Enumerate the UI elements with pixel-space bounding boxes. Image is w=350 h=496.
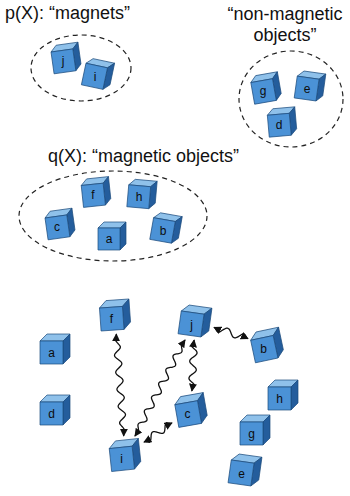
cube-face — [175, 401, 202, 428]
cube-face — [51, 49, 76, 74]
cube-letter: i — [84, 66, 106, 88]
cube: f — [82, 178, 110, 206]
cube-face — [240, 422, 263, 445]
cube: d — [40, 395, 70, 425]
cube: h — [128, 180, 156, 208]
cube-face — [267, 113, 291, 137]
cube-face — [99, 306, 124, 331]
cube: a — [40, 334, 70, 364]
cube-face — [263, 415, 270, 445]
wavy-arrow — [189, 340, 197, 391]
cube: e — [230, 455, 260, 485]
cube-letter: b — [152, 220, 174, 242]
cube-face — [268, 387, 291, 410]
cube: d — [268, 108, 296, 136]
cube: f — [100, 300, 130, 330]
cube-drawing — [252, 330, 282, 360]
wavy-arrow — [144, 423, 172, 442]
cube-face — [120, 222, 126, 250]
group-ellipse: p(X): “magnets”ji — [30, 34, 132, 102]
cube: g — [252, 74, 280, 102]
cube-drawing — [40, 334, 70, 364]
cube-face — [109, 446, 134, 471]
group-label: q(X): “magnetic objects” — [48, 146, 239, 167]
cube-letter: h — [128, 186, 150, 208]
group-ellipse: “non-magnetic objects”ged — [238, 50, 344, 148]
cube-letter: a — [40, 341, 63, 364]
cube-face — [251, 336, 278, 363]
ellipse-outline — [239, 51, 343, 147]
cube-letter: d — [268, 114, 290, 136]
cube-drawing — [268, 380, 298, 410]
cube-letter: b — [252, 337, 275, 360]
cube-drawing — [100, 300, 130, 330]
cube-face — [98, 228, 120, 250]
cube-letter: f — [100, 307, 123, 330]
cube-letter: j — [180, 313, 203, 336]
cube-face — [40, 341, 63, 364]
cube-face — [63, 395, 70, 425]
cube-drawing — [176, 395, 206, 425]
cube: j — [52, 44, 80, 72]
ellipse-outline — [19, 171, 207, 261]
cube-letter: d — [40, 402, 63, 425]
cube-face — [40, 402, 63, 425]
cube-face — [150, 218, 175, 243]
cube-face — [81, 63, 107, 89]
cube-letter: g — [240, 422, 263, 445]
cube-letter: c — [46, 216, 68, 238]
cube-letter: f — [82, 184, 104, 206]
cube-letter: e — [230, 462, 253, 485]
cube-face — [127, 185, 151, 209]
cube-drawing — [82, 178, 110, 206]
cube-drawing — [110, 440, 140, 470]
cube-letter: h — [268, 387, 291, 410]
cube: c — [46, 210, 74, 238]
cube-drawing — [40, 395, 70, 425]
cube-face — [294, 76, 319, 101]
group-label: p(X): “magnets” — [5, 3, 130, 24]
cube-face — [178, 311, 204, 337]
cube-letter: j — [52, 50, 74, 72]
group-ellipse: q(X): “magnetic objects”fhcab — [18, 170, 208, 262]
cube-face — [45, 215, 70, 240]
cube-drawing — [180, 306, 210, 336]
cube: e — [296, 72, 324, 100]
cube-drawing — [52, 44, 80, 72]
cube-letter: i — [110, 447, 133, 470]
wavy-arrow — [115, 334, 126, 436]
group-label: “non-magnetic objects” — [224, 4, 346, 46]
cube-drawing — [84, 60, 112, 88]
dashed-ellipse — [30, 34, 132, 102]
cube-drawing — [240, 415, 270, 445]
cube: g — [240, 415, 270, 445]
cube-letter: e — [296, 78, 318, 100]
cube: i — [84, 60, 112, 88]
cube: c — [176, 395, 206, 425]
ellipse-outline — [31, 35, 131, 101]
cube-letter: a — [98, 228, 120, 250]
cube: h — [268, 380, 298, 410]
wavy-arrow — [214, 327, 248, 338]
cube-letter: g — [252, 80, 274, 102]
cube-face — [63, 334, 70, 364]
cube: b — [152, 214, 180, 242]
cube: a — [98, 222, 126, 250]
cube-drawing — [230, 455, 260, 485]
cube: j — [180, 306, 210, 336]
cube: b — [252, 330, 282, 360]
cube-face — [251, 79, 276, 104]
cube-face — [81, 183, 105, 207]
cube-face — [291, 380, 298, 410]
cube-letter: c — [176, 402, 199, 425]
cube: i — [110, 440, 140, 470]
cube-face — [228, 460, 254, 486]
